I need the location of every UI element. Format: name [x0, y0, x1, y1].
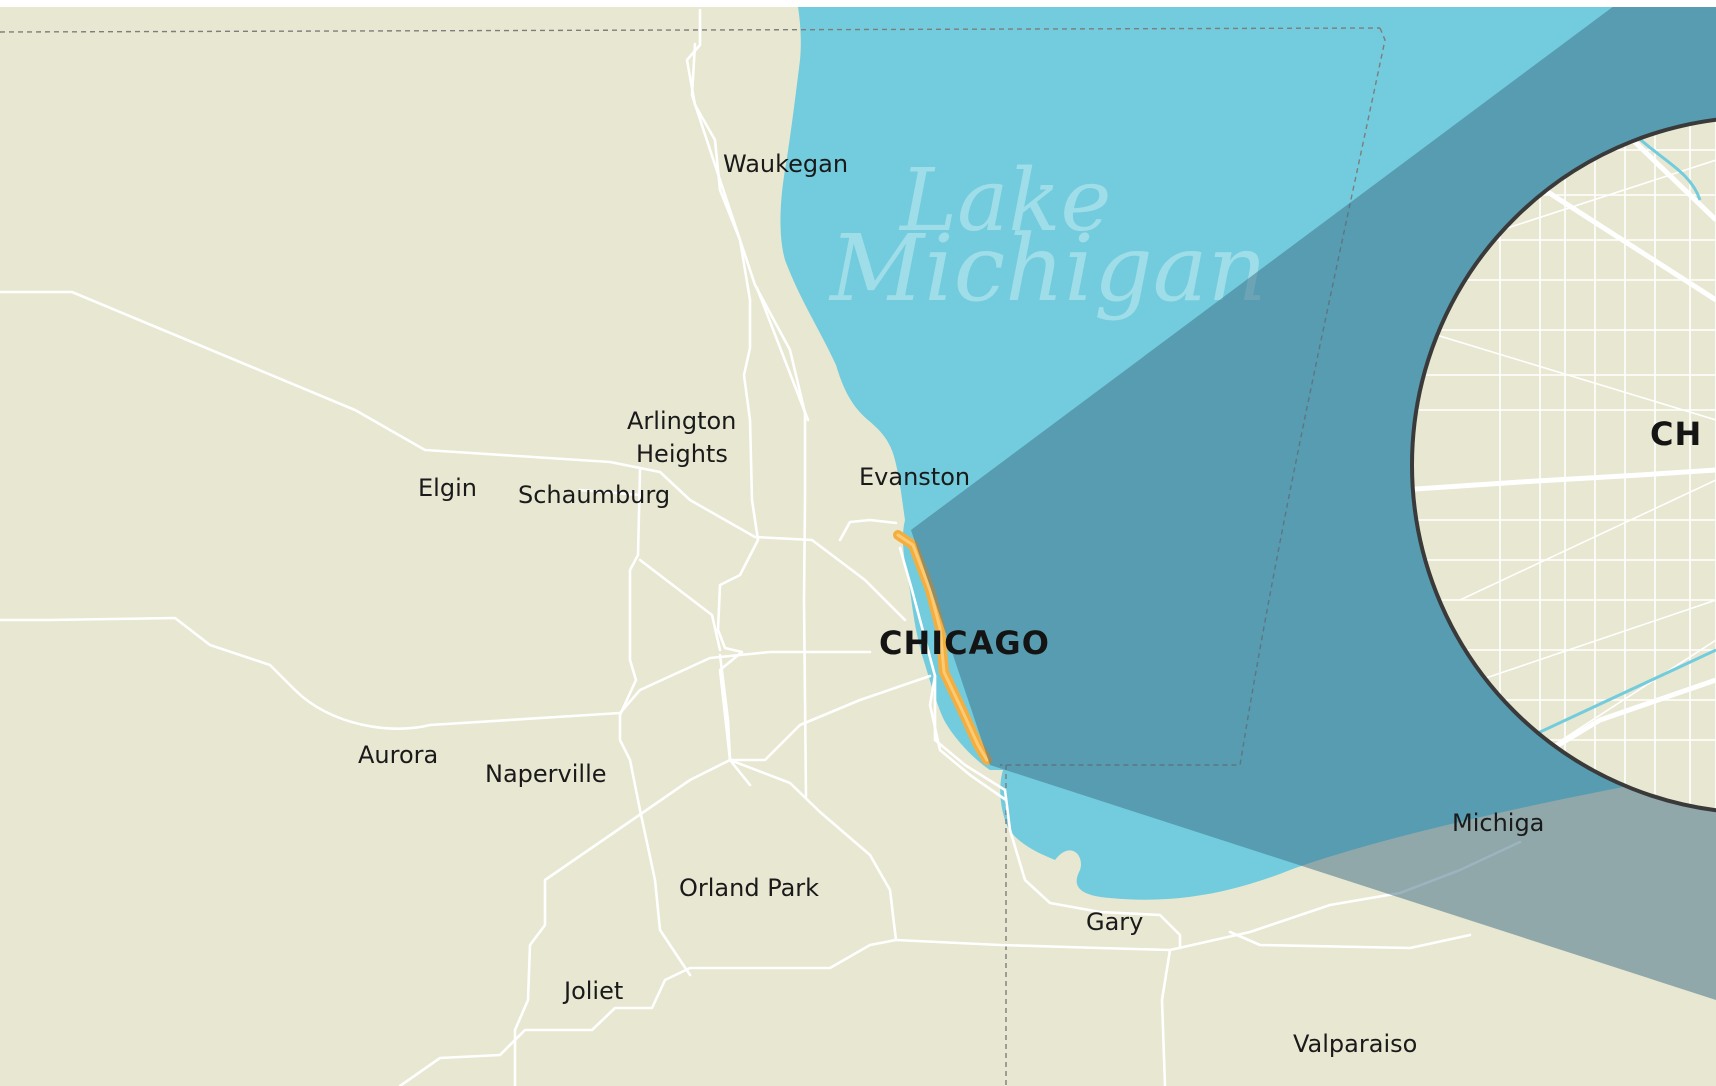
lake-label-line-2: Michigan: [828, 215, 1267, 322]
label-aurora: Aurora: [358, 741, 438, 769]
label-elgin: Elgin: [418, 474, 477, 502]
label-valparaiso: Valparaiso: [1293, 1030, 1417, 1058]
label-joliet: Joliet: [562, 977, 623, 1005]
label-arlington-heights-line-2: Heights: [636, 440, 728, 468]
inset-border: [1410, 117, 1716, 813]
city-labels: Waukegan Arlington Heights Evanston Elgi…: [358, 150, 1544, 1058]
lakefront-route-highlight: [896, 533, 989, 762]
label-orland-park: Orland Park: [679, 874, 819, 902]
label-waukegan: Waukegan: [723, 150, 848, 178]
label-arlington-heights-line-1: Arlington: [627, 407, 736, 435]
inset-magnifier: CH: [1410, 117, 1716, 813]
label-gary: Gary: [1086, 908, 1143, 936]
lake-label-line-1: Lake: [898, 151, 1111, 251]
label-michigan-city-partial: Michiga: [1452, 809, 1544, 837]
label-schaumburg: Schaumburg: [518, 481, 670, 509]
label-chicago: CHICAGO: [879, 624, 1050, 662]
label-naperville: Naperville: [485, 760, 607, 788]
top-margin: [0, 0, 1716, 7]
label-evanston: Evanston: [859, 463, 970, 491]
inset-label-chicago-partial: CH: [1650, 415, 1702, 453]
road-network: [0, 8, 1522, 1086]
